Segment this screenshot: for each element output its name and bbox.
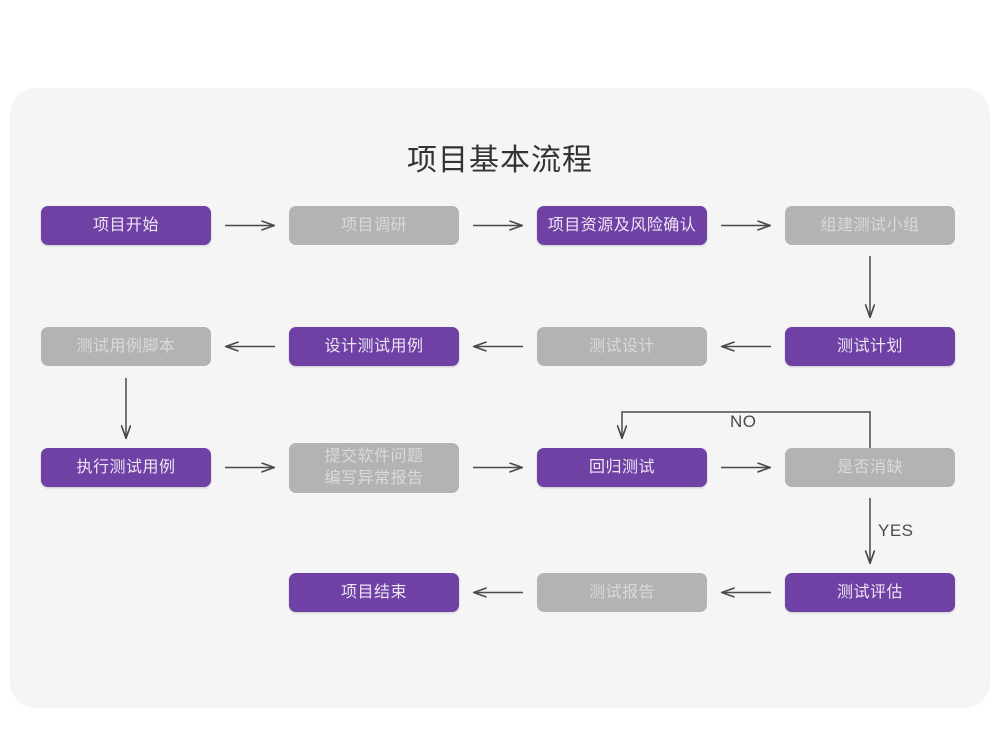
node-test-case-script[interactable]: 测试用例脚本 [41,327,211,366]
node-project-start[interactable]: 项目开始 [41,206,211,245]
node-test-plan[interactable]: 测试计划 [785,327,955,366]
edge-label-yes: YES [878,521,914,540]
node-form-test-team[interactable]: 组建测试小组 [785,206,955,245]
edge-label-no: NO [730,412,757,431]
node-project-end[interactable]: 项目结束 [289,573,459,612]
flowchart-card [10,88,990,708]
node-test-evaluation[interactable]: 测试评估 [785,573,955,612]
node-test-design[interactable]: 测试设计 [537,327,707,366]
node-execute-test-case[interactable]: 执行测试用例 [41,448,211,487]
page-title: 项目基本流程 [407,144,593,177]
node-design-test-case[interactable]: 设计测试用例 [289,327,459,366]
node-test-report[interactable]: 测试报告 [537,573,707,612]
node-project-research[interactable]: 项目调研 [289,206,459,245]
node-regression-test[interactable]: 回归测试 [537,448,707,487]
node-defect-cleared-decision[interactable]: 是否消缺 [785,448,955,487]
node-submit-bug-report[interactable]: 提交软件问题 编写异常报告 [289,443,459,493]
node-resource-risk-confirm[interactable]: 项目资源及风险确认 [537,206,707,245]
